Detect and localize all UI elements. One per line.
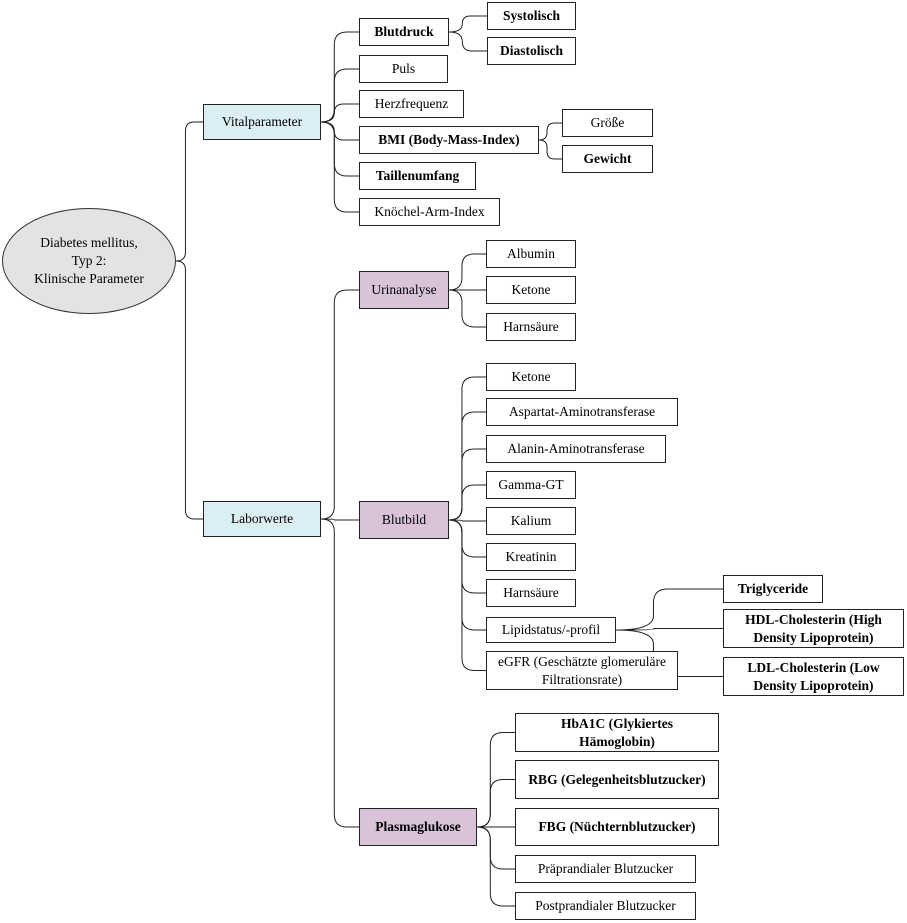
connector-plasma-prae [476,826,515,870]
connector-labor-plasma [320,518,359,828]
root-line-3: Klinische Parameter [34,271,144,286]
node-puls: Puls [359,55,448,83]
connector-root-vital [175,121,203,262]
node-laborwerte: Laborwerte [203,501,321,537]
connector-labor-urin [320,289,359,520]
root-line-2: Typ 2: [71,253,107,268]
node-blutbild-ketone: Ketone [486,363,576,391]
connector-plasma-post [476,826,515,907]
connector-vital-blutdruck [320,31,359,123]
root-line-1: Diabetes mellitus, [40,235,138,250]
node-urin-ketone: Ketone [486,276,576,304]
node-hdl-cholesterin: HDL-Cholesterin (High Density Lipoprotei… [723,609,904,648]
node-blutbild: Blutbild [359,501,449,539]
connector-bmi-gewicht [538,139,562,160]
node-gewicht: Gewicht [562,145,653,173]
connector-blutbild-kalium [448,519,486,522]
connector-vital-knoechel [320,121,359,213]
node-aspartat-aminotransferase: Aspartat-Aminotransferase [486,398,678,426]
node-groesse: Größe [562,109,653,137]
node-fbg: FBG (Nüchternblutzucker) [515,808,719,846]
connector-vital-bmi [320,121,359,141]
node-albumin: Albumin [486,240,576,268]
connector-urin-urin-harn [448,289,486,328]
node-diastolisch: Diastolisch [487,37,576,65]
node-urin-harnsaeure: Harnsäure [486,313,576,341]
node-urinanalyse: Urinanalyse [359,271,449,309]
connector-blutbild-ast [448,411,486,521]
connector-blutbild-ggt [448,484,486,521]
node-rbg: RBG (Gelegenheitsblutzucker) [515,760,719,799]
node-postprandialer-blutzucker: Postprandialer Blutzucker [515,892,696,920]
connector-blutbild-lipid [448,519,486,631]
node-vitalparameter: Vitalparameter [203,104,321,140]
connector-lipid-hdl [615,628,723,631]
connector-vital-taille [320,121,359,177]
node-gamma-gt: Gamma-GT [486,471,576,499]
node-bmi: BMI (Body-Mass-Index) [359,126,539,154]
connector-vital-puls [320,68,359,123]
node-hba1c: HbA1C (Glykiertes Hämoglobin) [515,713,719,752]
node-alanin-aminotransferase: Alanin-Aminotransferase [486,435,666,463]
connector-blutbild-egfr [448,519,486,671]
connector-lipid-trigly [615,588,723,631]
node-plasmaglukose: Plasmaglukose [359,808,477,846]
node-egfr: eGFR (Geschätzte glomeruläre Filtrations… [486,651,678,690]
node-taillenumfang: Taillenumfang [359,162,476,190]
connector-labor-blutbild [320,518,359,521]
connector-bmi-groesse [538,122,562,141]
connector-blutdruck-diastolisch [448,31,487,52]
connector-blutbild-kreatinin [448,519,486,558]
node-systolisch: Systolisch [487,2,576,30]
node-ldl-cholesterin: LDL-Cholesterin (Low Density Lipoprotein… [723,657,904,696]
connector-vital-herz [320,103,359,123]
connector-urin-albumin [448,253,486,291]
connector-blutdruck-systolisch [448,15,487,33]
node-lipidstatus: Lipidstatus/-profil [486,617,616,643]
node-triglyceride: Triglyceride [723,575,823,603]
node-praeprandialer-blutzucker: Präprandialer Blutzucker [515,855,696,883]
node-herzfrequenz: Herzfrequenz [359,90,464,118]
node-blutdruck: Blutdruck [359,18,449,46]
node-knoechel-arm-index: Knöchel-Arm-Index [359,198,500,226]
connector-plasma-rbg [476,779,515,828]
node-blutbild-harnsaeure: Harnsäure [486,579,576,607]
connector-root-labor [175,260,203,520]
root-node: Diabetes mellitus, Typ 2: Klinische Para… [2,208,176,314]
node-kreatinin: Kreatinin [486,543,576,571]
node-kalium: Kalium [486,507,576,535]
